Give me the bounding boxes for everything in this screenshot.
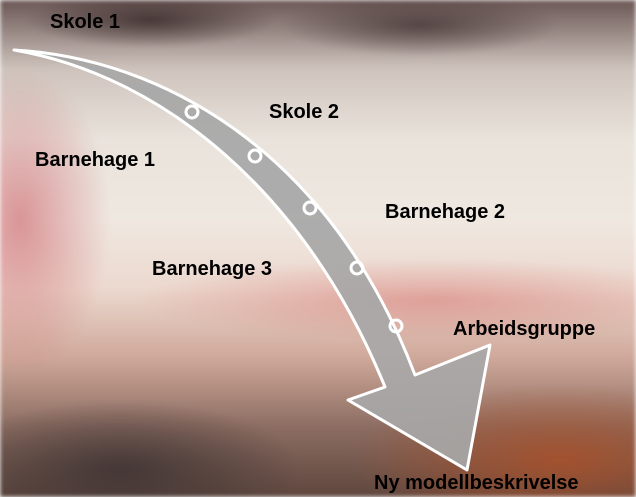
curved-arrow xyxy=(12,48,492,472)
label-skole-1: Skole 1 xyxy=(50,11,121,33)
label-barnehage-2: Barnehage 2 xyxy=(385,201,506,223)
process-step-dot xyxy=(247,148,263,164)
label-skole-2: Skole 2 xyxy=(269,101,340,123)
label-ny-modellbeskrivelse: Ny modellbeskrivelse xyxy=(374,472,579,494)
label-barnehage-1: Barnehage 1 xyxy=(35,149,156,171)
label-barnehage-3: Barnehage 3 xyxy=(152,258,273,280)
process-step-dot xyxy=(184,104,200,120)
label-arbeidsgruppe: Arbeidsgruppe xyxy=(453,318,596,340)
process-step-dot xyxy=(388,318,404,334)
process-step-dot xyxy=(302,200,318,216)
process-step-dot xyxy=(349,260,365,276)
